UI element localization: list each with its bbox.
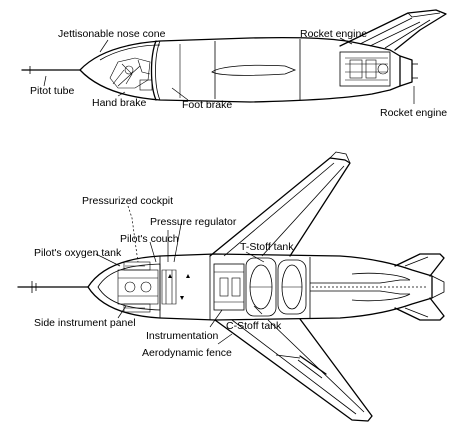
label-rocket-engine-bottom: Rocket engine	[380, 107, 447, 119]
top-tail-upper	[394, 253, 445, 277]
top-tail-lower	[394, 297, 445, 321]
side-fuselage-outline	[79, 36, 401, 103]
label-side-instrument-panel: Side instrument panel	[34, 317, 136, 329]
label-jettisonable-nose-cone: Jettisonable nose cone	[58, 28, 166, 40]
label-rocket-engine-top: Rocket engine	[300, 28, 367, 40]
label-c-stoff-tank: C-Stoff tank	[226, 320, 282, 332]
label-t-stoff-tank: T-Stoff tank	[240, 241, 294, 253]
top-cockpit-internals	[117, 261, 190, 313]
label-pressurized-cockpit: Pressurized cockpit	[82, 195, 173, 207]
top-instrumentation-block	[213, 263, 245, 311]
c-stoff-tank-shape	[245, 257, 277, 317]
label-aerodynamic-fence: Aerodynamic fence	[142, 347, 232, 359]
top-lower-wing	[214, 318, 373, 422]
label-pressure-regulator: Pressure regulator	[150, 216, 237, 228]
side-vertical-fin	[339, 9, 447, 51]
side-leader-lines	[43, 37, 415, 104]
label-instrumentation: Instrumentation	[146, 330, 219, 342]
top-view-drawing	[17, 151, 445, 422]
label-pilots-couch: Pilot's couch	[120, 233, 179, 245]
label-foot-brake: Foot brake	[182, 99, 232, 111]
top-fuel-tanks	[245, 257, 311, 318]
label-hand-brake: Hand brake	[92, 97, 146, 109]
side-fuel-line	[211, 64, 297, 76]
top-fuselage-outline	[87, 253, 433, 321]
t-stoff-tank-shape	[277, 259, 307, 315]
label-pilots-oxygen-tank: Pilot's oxygen tank	[34, 247, 122, 259]
side-engine-bay	[339, 51, 391, 87]
side-view-drawing	[21, 9, 447, 103]
top-upper-wing	[209, 157, 351, 257]
aerodynamic-fence-shape	[299, 355, 327, 375]
label-pitot-tube: Pitot tube	[30, 85, 75, 97]
top-leader-lines	[95, 205, 301, 359]
